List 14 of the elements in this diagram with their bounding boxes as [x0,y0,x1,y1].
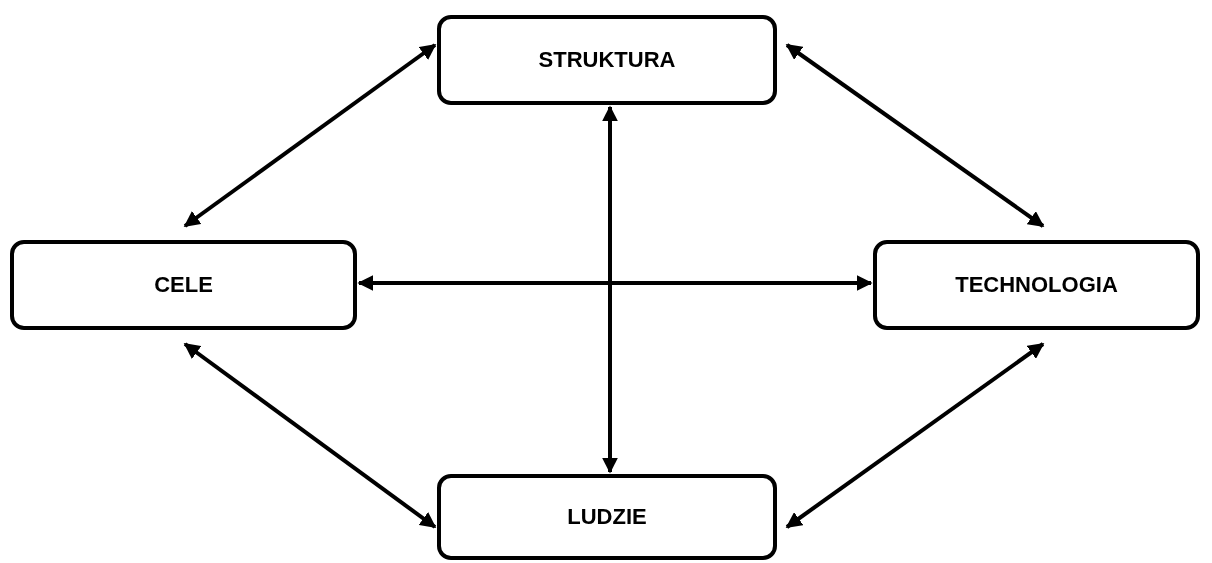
box-label: TECHNOLOGIA [955,272,1118,298]
box-label: STRUKTURA [538,47,676,73]
double-arrow [785,342,1045,529]
double-arrow [183,43,437,228]
rounded-box [437,474,777,560]
box-label: LUDZIE [567,504,647,530]
box-label: CELE [154,272,213,298]
double-arrow [602,105,618,474]
double-arrow [183,342,437,529]
rounded-box [437,15,777,105]
rounded-box [873,240,1200,330]
double-arrow [785,43,1045,228]
double-arrow [357,275,873,291]
rounded-box [10,240,357,330]
